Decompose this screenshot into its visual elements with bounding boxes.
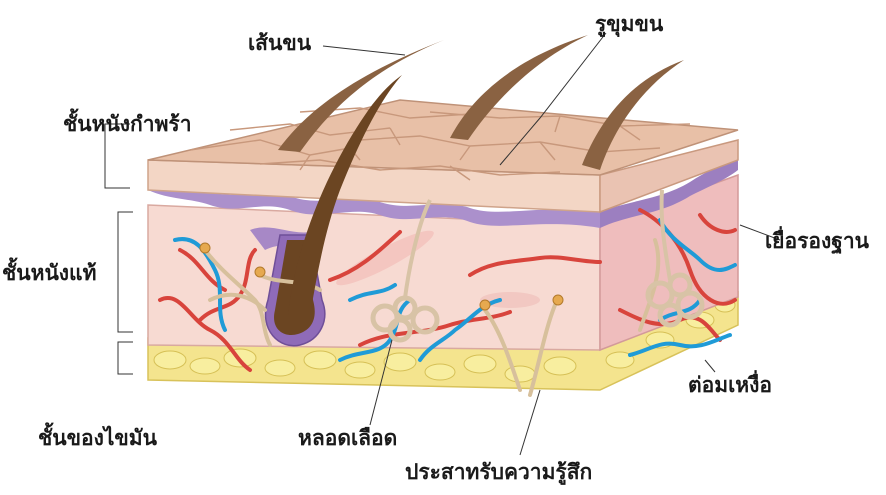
label-dermis: ชั้นหนังแท้ (2, 263, 96, 284)
label-hair-follicle-pore: รูขุมขน (595, 14, 663, 35)
label-epidermis: ชั้นหนังกำพร้า (63, 114, 191, 135)
label-subcutaneous-fat: ชั้นของไขมัน (38, 428, 157, 449)
label-sweat-gland: ต่อมเหงื่อ (688, 375, 772, 396)
dermis-bracket (118, 212, 133, 332)
label-sensory-nerve: ประสาทรับความรู้สึก (405, 462, 592, 483)
label-hair-shaft: เส้นขน (248, 33, 311, 54)
label-blood-vessel: หลอดเลือด (298, 428, 397, 449)
label-basement-membrane: เยื่อรองฐาน (765, 231, 869, 252)
fat-bracket (118, 342, 133, 374)
